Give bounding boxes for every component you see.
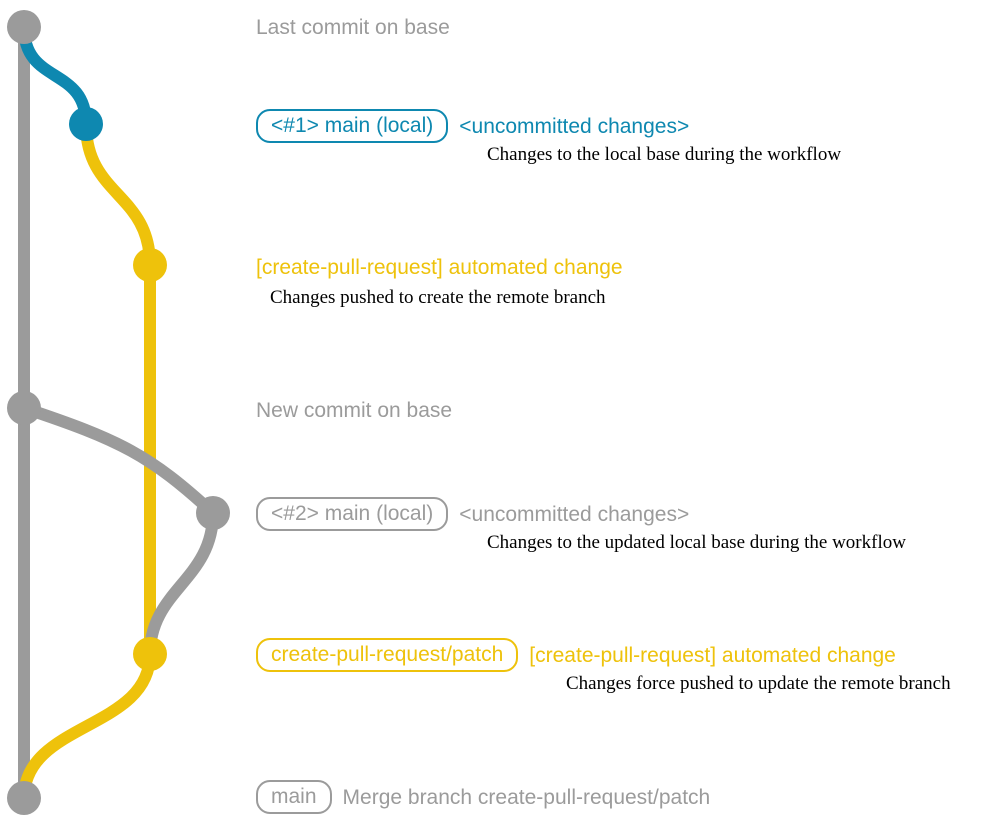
commit-main-automated-change-create: [create-pull-request] automated change (256, 257, 623, 278)
commit-node-local-uncommitted-1[interactable] (69, 107, 103, 141)
commit-node-last-commit-on-base[interactable] (7, 10, 41, 44)
branch-tag-automated-change-update[interactable]: create-pull-request/patch (256, 638, 519, 672)
commit-row-automated-change-update: create-pull-request/patch [create-pull-re… (256, 638, 896, 672)
graph-edge-patch-to-merge (18, 648, 156, 804)
commit-subject-merge-branch: Merge branch create-pull-request/patch (342, 785, 711, 809)
commit-row-local-uncommitted-2: <#2> main (local) <uncommitted changes> (256, 497, 689, 531)
branch-tag-local-uncommitted-1[interactable]: <#1> main (local) (256, 109, 449, 143)
commit-subject-automated-change-update: [create-pull-request] automated change (529, 643, 896, 667)
commit-subject-local-uncommitted-1: <uncommitted changes> (459, 114, 690, 138)
commit-main-last-commit-on-base: Last commit on base (256, 17, 450, 38)
commit-subject-local-uncommitted-2: <uncommitted changes> (459, 502, 690, 526)
branch-tag-merge-branch[interactable]: main (256, 780, 332, 814)
graph-edge-base-to-detached (18, 402, 219, 519)
commit-note-automated-change-create: Changes pushed to create the remote bran… (270, 287, 606, 308)
graph-edge-detached-to-patch (144, 507, 219, 660)
commit-note-local-uncommitted-2: Changes to the updated local base during… (487, 532, 906, 553)
commit-main-new-commit-on-base: New commit on base (256, 400, 452, 421)
commit-row-merge-branch: main Merge branch create-pull-request/pat… (256, 780, 710, 814)
commit-row-automated-change-create: [create-pull-request] automated change (256, 251, 623, 283)
commit-main-automated-change-update: create-pull-request/patch [create-pull-re… (256, 638, 896, 672)
commit-row-local-uncommitted-1: <#1> main (local) <uncommitted changes> (256, 109, 689, 143)
commit-row-new-commit-on-base: New commit on base (256, 394, 452, 426)
commit-node-merge-branch[interactable] (7, 781, 41, 815)
commit-node-new-commit-on-base[interactable] (7, 391, 41, 425)
commit-node-automated-change-update[interactable] (133, 637, 167, 671)
node-layer (7, 10, 230, 815)
edge-layer (18, 21, 219, 804)
branch-tag-local-uncommitted-2[interactable]: <#2> main (local) (256, 497, 449, 531)
commit-subject-last-commit-on-base: Last commit on base (256, 15, 450, 39)
commit-subject-automated-change-create: [create-pull-request] automated change (256, 255, 623, 279)
commit-main-local-uncommitted-2: <#2> main (local) <uncommitted changes> (256, 497, 689, 531)
graph-edge-local-to-patch (80, 118, 156, 271)
commit-node-local-uncommitted-2[interactable] (196, 496, 230, 530)
commit-node-automated-change-create[interactable] (133, 248, 167, 282)
commit-main-local-uncommitted-1: <#1> main (local) <uncommitted changes> (256, 109, 689, 143)
commit-note-automated-change-update: Changes force pushed to update the remot… (566, 673, 951, 694)
commit-note-local-uncommitted-1: Changes to the local base during the wor… (487, 144, 842, 165)
commit-main-merge-branch: main Merge branch create-pull-request/pat… (256, 780, 710, 814)
commit-row-last-commit-on-base: Last commit on base (256, 11, 450, 43)
graph-edge-base-to-local (18, 21, 92, 130)
commit-subject-new-commit-on-base: New commit on base (256, 398, 453, 422)
